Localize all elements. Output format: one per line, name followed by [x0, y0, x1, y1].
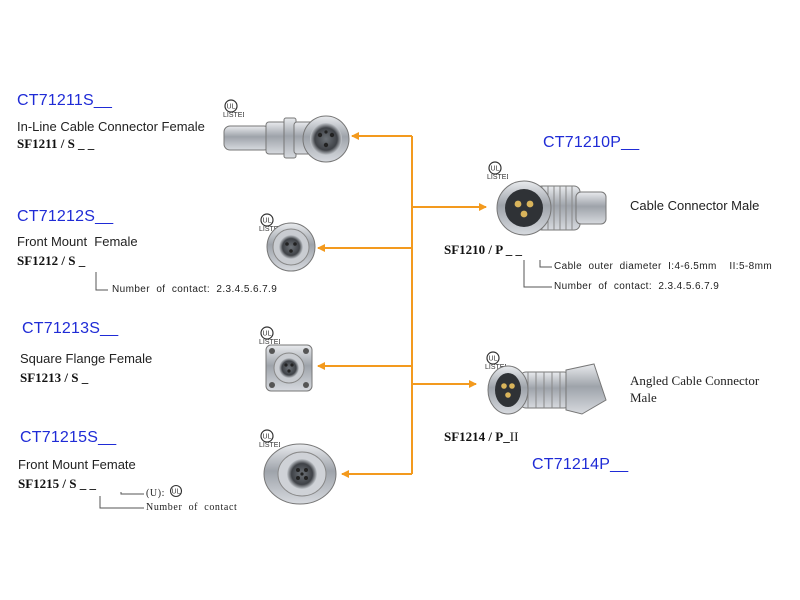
product-code-ct71211s: CT71211S__ — [17, 92, 113, 109]
svg-text:LISTED: LISTED — [259, 339, 280, 345]
u-option-label: (U): — [146, 488, 166, 499]
ul-listed-icon: ULLISTED — [487, 161, 508, 180]
note-number-of-contact: Number of contact: 2.3.4.5.6.7.9 — [554, 281, 720, 292]
product-code-ct71212s: CT71212S__ — [17, 208, 114, 225]
connector-image-sf1214 — [487, 363, 607, 415]
ul-listed-icon: ULLISTED — [223, 99, 244, 118]
product-description: Angled Cable Connector — [630, 373, 760, 388]
svg-text:LISTED: LISTED — [487, 174, 508, 180]
product-code-ct71210p: CT71210P__ — [543, 134, 640, 151]
ul-listed-icon: UL — [169, 484, 183, 498]
product-code-ct71214p: CT71214P__ — [532, 456, 629, 473]
connector-image-sf1213 — [265, 344, 313, 392]
ul-listed-icon: ULLISTED — [259, 326, 280, 345]
svg-text:LISTED: LISTED — [259, 442, 280, 448]
product-description: Cable Connector Male — [630, 198, 760, 213]
note-number-of-contact: Number of contact — [146, 502, 238, 513]
part-number: SF1210 / P _ _ — [444, 242, 523, 257]
product-description: In-Line Cable Connector Female — [17, 119, 205, 134]
svg-text:UL: UL — [172, 489, 181, 496]
product-description: Front Mount Female — [17, 234, 138, 249]
product-code-ct71215s: CT71215S__ — [20, 429, 117, 446]
part-number: SF1211 / S _ _ — [17, 136, 95, 151]
svg-text:UL: UL — [263, 218, 272, 225]
part-number: SF1214 / P_II — [444, 429, 519, 444]
note-leaders — [95, 260, 552, 509]
connector-image-sf1211 — [223, 115, 350, 163]
product-description-line2: Male — [630, 390, 657, 405]
product-code-ct71213s: CT71213S__ — [22, 320, 119, 337]
ul-listed-icon: ULLISTED — [485, 351, 506, 370]
part-number: SF1215 / S _ _ — [18, 476, 97, 491]
connector-image-sf1212 — [266, 222, 316, 272]
svg-text:LISTED: LISTED — [485, 364, 506, 370]
svg-text:UL: UL — [489, 356, 498, 363]
connector-image-sf1215 — [263, 443, 337, 505]
svg-text:UL: UL — [227, 104, 236, 111]
note-cable-outer-diameter: Cable outer diameter I:4-6.5mm II:5-8mm — [554, 261, 773, 272]
connector-image-sf1210 — [496, 180, 607, 236]
svg-text:UL: UL — [263, 434, 272, 441]
svg-text:LISTED: LISTED — [259, 226, 280, 232]
ul-listed-icon: ULLISTED — [259, 429, 280, 448]
part-number: SF1212 / S _ — [17, 253, 86, 268]
product-description: Front Mount Femate — [18, 457, 136, 472]
svg-text:LISTED: LISTED — [223, 112, 244, 118]
ul-listed-icon: ULLISTED — [259, 213, 280, 232]
part-number: SF1213 / S _ — [20, 370, 89, 385]
svg-text:UL: UL — [263, 331, 272, 338]
note-number-of-contact: Number of contact: 2.3.4.5.6.7.9 — [112, 284, 278, 295]
svg-text:UL: UL — [491, 166, 500, 173]
product-description: Square Flange Female — [20, 351, 153, 366]
